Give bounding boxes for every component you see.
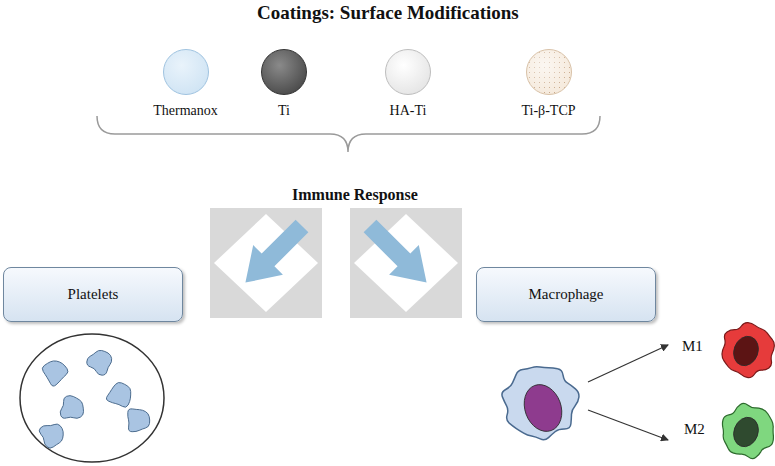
platelet — [128, 409, 150, 432]
platelet-dish — [20, 334, 164, 462]
phenotype-label: M2 — [684, 421, 705, 438]
box-label: Macrophage — [529, 286, 604, 303]
nucleus — [730, 333, 763, 369]
cell-box: Platelets — [3, 267, 183, 322]
polarization-arrow — [588, 345, 668, 382]
sample-label: HA-Ti — [378, 103, 438, 119]
nucleus — [518, 379, 568, 436]
sample-disc — [526, 49, 572, 95]
heading-label: Immune Response — [292, 186, 418, 204]
title: Coatings: Surface Modifications — [257, 2, 519, 24]
platelet — [39, 424, 63, 448]
sample-label: Thermanox — [150, 103, 221, 119]
platelet — [87, 350, 112, 375]
coating-sample: Ti — [254, 49, 314, 119]
sample-label: Ti-β-TCP — [518, 103, 579, 119]
polarization-arrow — [588, 410, 668, 440]
m1-cell — [722, 323, 774, 378]
m2-cell — [722, 403, 773, 458]
platelet — [106, 382, 130, 407]
coating-sample: Ti-β-TCP — [518, 49, 579, 119]
phenotype-label: M1 — [682, 338, 703, 355]
sample-disc — [163, 49, 209, 95]
arrow-panel — [210, 208, 322, 318]
cells — [39, 323, 774, 459]
sample-disc — [261, 49, 307, 95]
arrow-panel — [350, 208, 462, 318]
box-label: Platelets — [68, 286, 119, 303]
macrophage-cell — [502, 367, 579, 440]
coating-sample: HA-Ti — [378, 49, 438, 119]
cell-box: Macrophage — [476, 267, 656, 322]
nucleus — [730, 414, 763, 450]
sample-disc — [385, 49, 431, 95]
sample-label: Ti — [254, 103, 314, 119]
coating-sample: Thermanox — [150, 49, 221, 119]
bracket — [97, 116, 600, 152]
platelet — [60, 396, 83, 419]
platelet — [42, 361, 68, 386]
